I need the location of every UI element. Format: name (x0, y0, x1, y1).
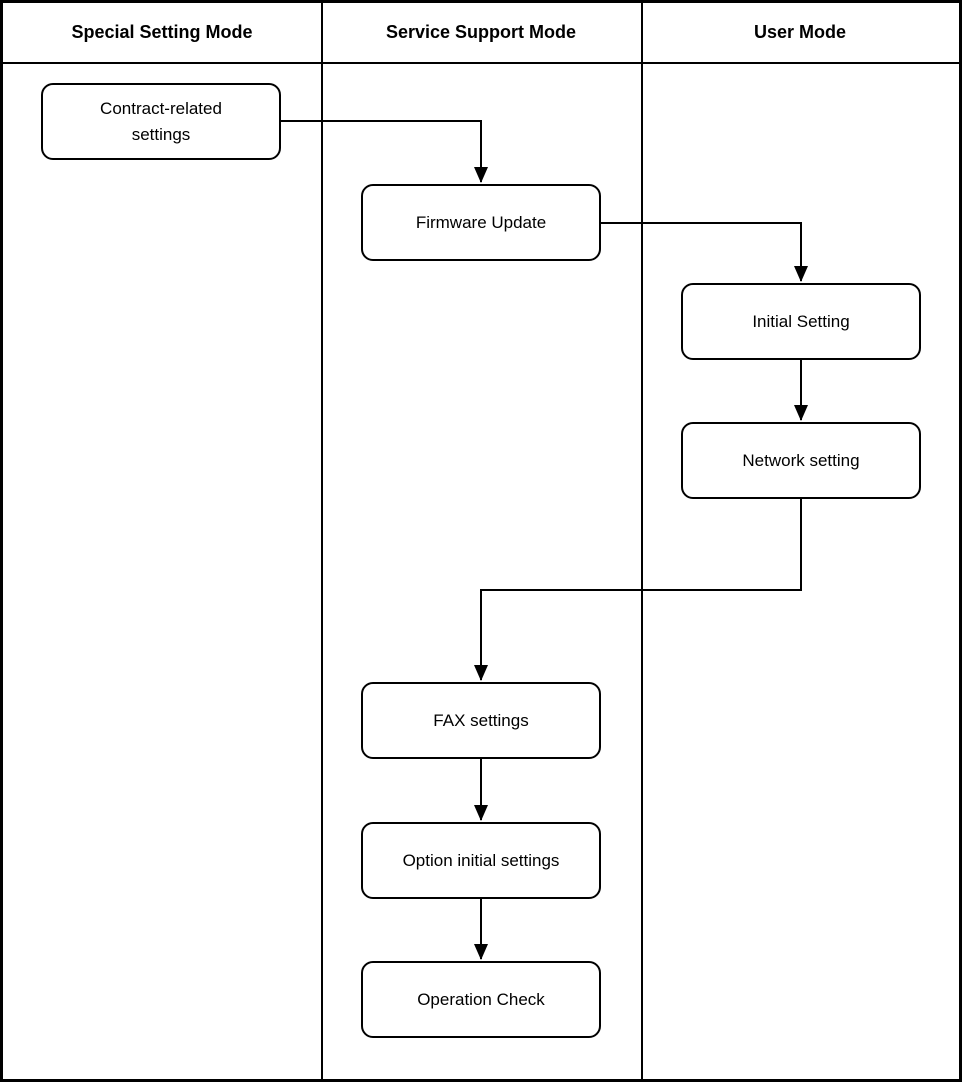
edge-firmware-to-initial (601, 222, 808, 282)
column-headers-row: Special Setting Mode Service Support Mod… (3, 3, 959, 64)
node-operation-check: Operation Check (361, 961, 601, 1038)
node-contract-related-settings: Contract-related settings (41, 83, 281, 160)
connector-layer (281, 120, 808, 960)
node-initial-setting: Initial Setting (681, 283, 921, 360)
column-divider-2 (641, 3, 643, 1079)
edge-network-to-fax (474, 499, 802, 681)
column-header-special-setting-mode: Special Setting Mode (71, 22, 253, 42)
edge-contract-to-firmware (281, 120, 488, 183)
node-firmware-update: Firmware Update (361, 184, 601, 261)
node-option-initial-settings: Option initial settings (361, 822, 601, 899)
node-network-setting: Network setting (681, 422, 921, 499)
column-header-service-support-mode: Service Support Mode (385, 22, 577, 42)
column-header-user-mode: User Mode (753, 22, 847, 42)
node-fax-settings: FAX settings (361, 682, 601, 759)
column-divider-1 (321, 3, 323, 1079)
